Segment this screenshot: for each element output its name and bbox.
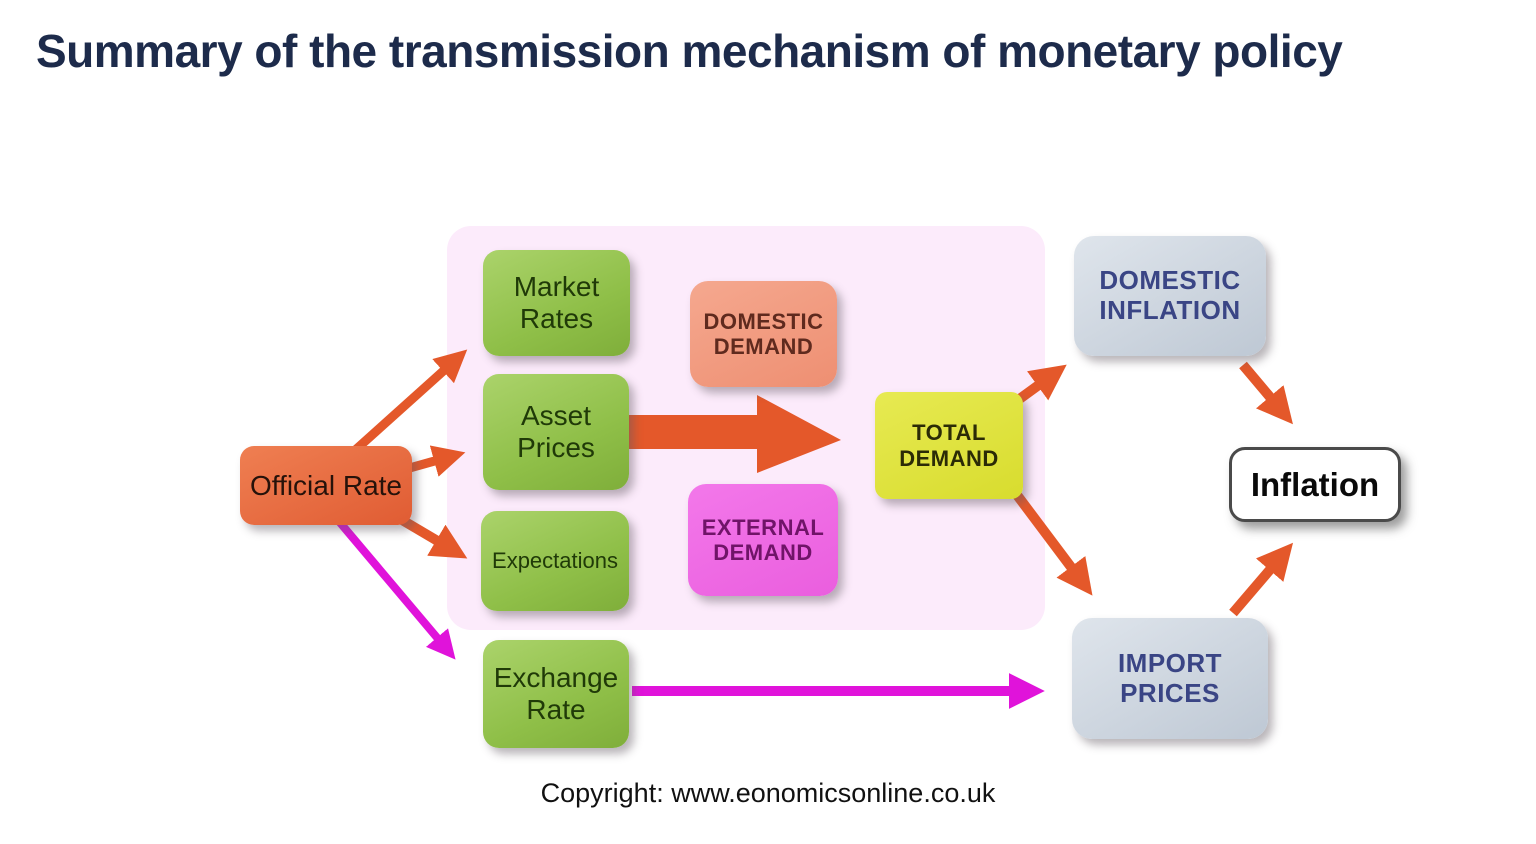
node-domestic-demand: DOMESTIC DEMAND (690, 281, 837, 387)
node-total-demand: TOTAL DEMAND (875, 392, 1023, 499)
node-expectations: Expectations (481, 511, 629, 611)
arrow-official-rate-to-exchange-rate (333, 516, 456, 660)
node-official-rate: Official Rate (240, 446, 412, 525)
arrow-domestic-inflation-to-inflation (1239, 361, 1293, 425)
page-title: Summary of the transmission mechanism of… (36, 25, 1343, 77)
node-domestic-inflation: DOMESTIC INFLATION (1074, 236, 1266, 356)
arrow-official-rate-to-market-rates (348, 349, 468, 457)
node-inflation: Inflation (1229, 447, 1401, 522)
copyright-text: Copyright: www.eonomicsonline.co.uk (540, 778, 996, 808)
arrow-import-prices-to-inflation (1229, 542, 1294, 617)
node-import-prices: IMPORT PRICES (1072, 618, 1268, 739)
node-market-rates: Market Rates (483, 250, 630, 356)
node-external-demand: EXTERNAL DEMAND (688, 484, 838, 596)
node-exchange-rate: Exchange Rate (483, 640, 629, 748)
node-asset-prices: Asset Prices (483, 374, 629, 490)
